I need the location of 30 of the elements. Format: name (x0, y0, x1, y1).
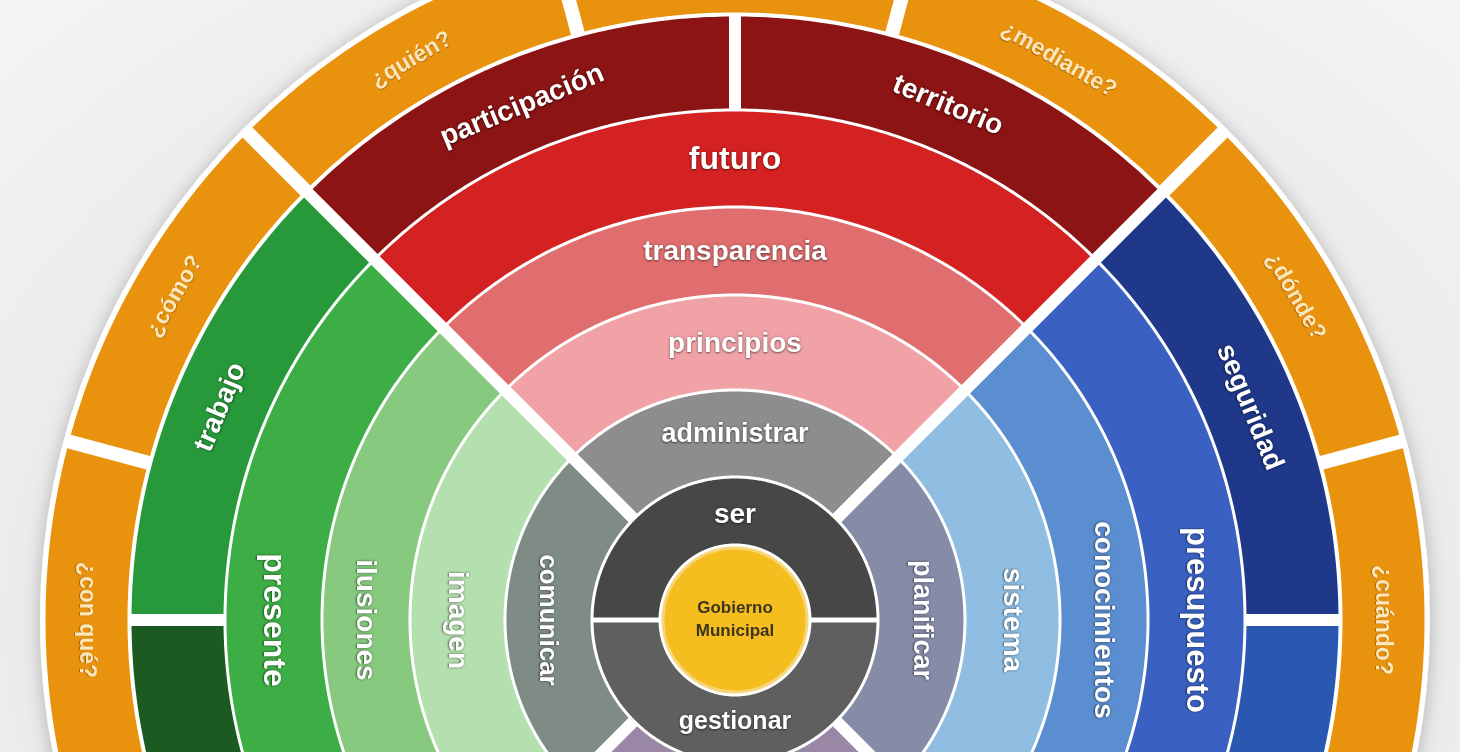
segment-label: conocimientos (1088, 521, 1120, 719)
ring-segment (593, 478, 877, 618)
ring-segment (902, 395, 1059, 752)
segment-label: presupuesto (1179, 527, 1214, 713)
ring-segment (510, 296, 960, 453)
ring-segment (131, 625, 241, 752)
segment-label: administrar (661, 418, 809, 449)
ring-segment (1229, 626, 1339, 752)
segment-label: sistema (997, 567, 1028, 673)
ring-segment (448, 208, 1022, 385)
segment-label: ilusiones (350, 559, 382, 681)
question-segment (576, 0, 894, 32)
segment-label: principios (668, 327, 802, 358)
question-segment (1323, 448, 1425, 752)
segment-label: imagen (442, 571, 473, 669)
question-segment (70, 137, 301, 457)
segment-label: futuro (688, 140, 782, 177)
segment-label: comunicar (534, 554, 563, 686)
question-label: ¿con qué? (74, 561, 100, 679)
segment-label: presente (255, 553, 292, 687)
center-label: Gobierno Municipal (695, 597, 775, 642)
question-label: ¿cuándo? (1370, 565, 1396, 675)
segment-label: transparencia (643, 235, 827, 267)
question-segment (45, 448, 147, 752)
ring-segment (411, 395, 568, 752)
ring-segment (323, 333, 500, 752)
segment-label: ser (714, 498, 756, 530)
segment-label: planificar (906, 560, 937, 680)
center-circle (661, 546, 809, 694)
segment-label: gestionar (678, 707, 792, 735)
